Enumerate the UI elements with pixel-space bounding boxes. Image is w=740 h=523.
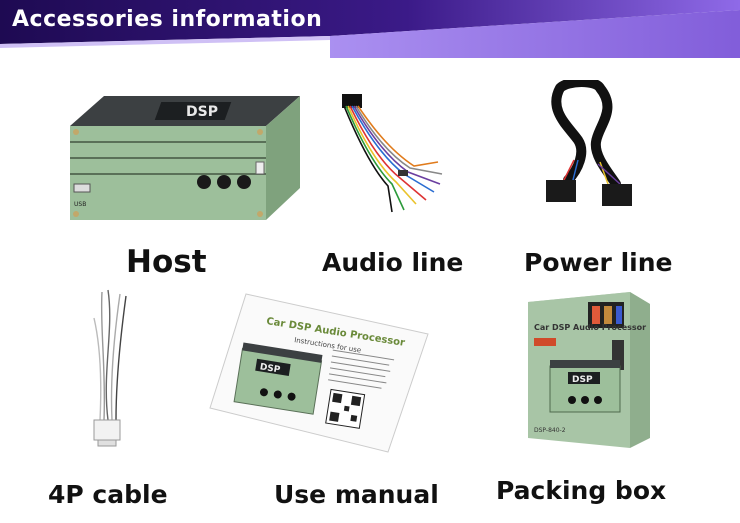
power-line-image xyxy=(538,77,648,220)
4p-cable-label: 4P cable xyxy=(48,480,168,509)
packing-box-image: Car DSP Audio Processor DSP DSP-840-2 xyxy=(520,288,654,452)
audio-line-label: Audio line xyxy=(322,248,464,277)
box-title-text: Car DSP Audio Processor xyxy=(534,323,646,332)
host-device-image: DSP USB xyxy=(60,78,308,238)
manual-device-logo: DSP xyxy=(259,362,281,375)
packing-box-label: Packing box xyxy=(496,476,667,505)
audio-line-image xyxy=(330,88,450,216)
header-banner: Accessories information xyxy=(0,0,740,58)
banner-shape xyxy=(0,0,740,58)
use-manual-label: Use manual xyxy=(274,480,439,509)
host-logo-text: DSP xyxy=(186,104,218,120)
box-model-text: DSP-840-2 xyxy=(534,427,566,434)
usb-port-label: USB xyxy=(74,201,86,208)
4p-cable-image xyxy=(80,288,140,456)
use-manual-image: Car DSP Audio Processor Instructions for… xyxy=(206,290,432,456)
page-title: Accessories information xyxy=(12,7,323,32)
power-line-label: Power line xyxy=(524,248,673,277)
box-logo-text: DSP xyxy=(572,375,593,385)
host-label: Host xyxy=(126,244,207,280)
